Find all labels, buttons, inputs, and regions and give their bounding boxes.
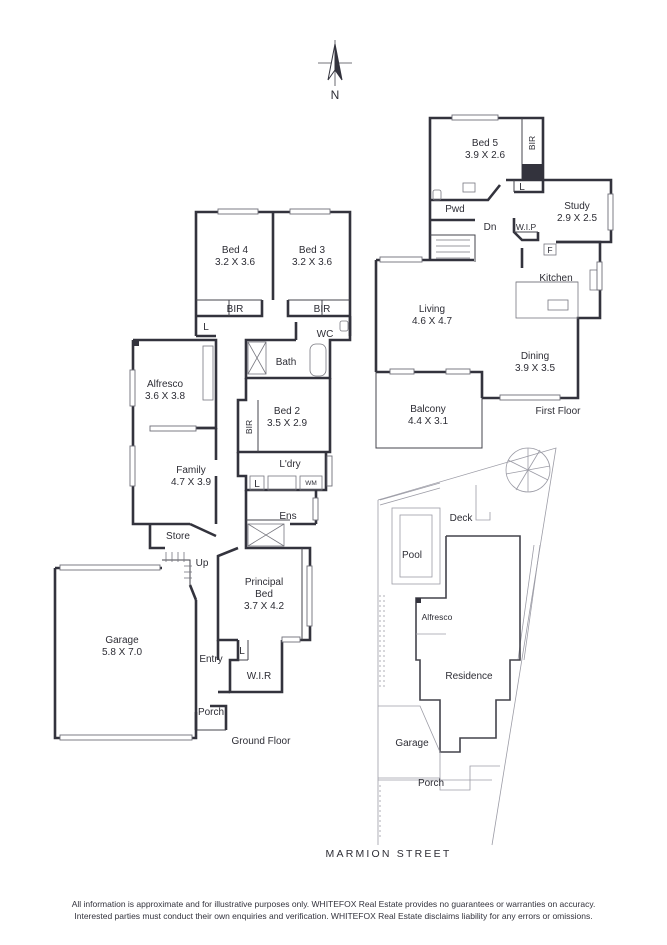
north-arrow-icon <box>318 40 352 86</box>
linen-upper-label: L <box>203 322 209 333</box>
site-pool-label: Pool <box>402 550 422 561</box>
stair-up-label: Up <box>196 558 209 569</box>
principal-name2: Bed <box>255 589 273 600</box>
principal-size: 3.7 X 4.2 <box>244 601 284 612</box>
bir-bed2-label: BIR <box>244 420 254 434</box>
fridge-label: F <box>547 245 552 255</box>
laundry-label: L'dry <box>279 459 300 470</box>
bir-bed3-label: BIR <box>314 304 331 315</box>
bed4-name: Bed 4 <box>222 245 249 256</box>
disclaimer: All information is approximate and for i… <box>20 898 647 922</box>
site-residence-label: Residence <box>445 671 493 682</box>
bath-label: Bath <box>276 357 297 368</box>
first-floor-labels: Bed 5 3.9 X 2.6 BIR L Study 2.9 X 2.5 Pw… <box>408 136 597 427</box>
dining-name: Dining <box>521 351 549 362</box>
study-size: 2.9 X 2.5 <box>557 213 597 224</box>
living-name: Living <box>419 304 445 315</box>
disclaimer-line-2: Interested parties must conduct their ow… <box>74 911 593 921</box>
wc-label: WC <box>317 329 334 340</box>
kitchen-label: Kitchen <box>539 273 572 284</box>
first-floor-caption: First Floor <box>536 406 582 417</box>
bed3-size: 3.2 X 3.6 <box>292 257 332 268</box>
family-name: Family <box>176 465 205 476</box>
stair-icon <box>162 552 192 585</box>
stair-icon <box>430 234 476 262</box>
store-label: Store <box>166 531 190 542</box>
ground-floor-labels: Bed 4 3.2 X 3.6 Bed 3 3.2 X 3.6 BIR BIR … <box>102 245 333 747</box>
site-garage-label: Garage <box>395 738 429 749</box>
ground-floor-windows <box>59 208 333 741</box>
site-deck-label: Deck <box>450 513 474 524</box>
bed2-name: Bed 2 <box>274 406 301 417</box>
living-size: 4.6 X 4.7 <box>412 316 452 327</box>
pwd-label: Pwd <box>445 204 464 215</box>
stair-dn-label: Dn <box>484 222 497 233</box>
alfresco-name: Alfresco <box>147 379 184 390</box>
bed3-name: Bed 3 <box>299 245 326 256</box>
ens-label: Ens <box>279 511 296 522</box>
first-floor-walls <box>374 116 613 449</box>
wm-label: WM <box>305 480 317 487</box>
first-floor-windows <box>379 114 614 401</box>
porch-label: Porch <box>198 707 224 718</box>
disclaimer-line-1: All information is approximate and for i… <box>71 899 596 909</box>
bed2-size: 3.5 X 2.9 <box>267 418 307 429</box>
bed5-size: 3.9 X 2.6 <box>465 150 505 161</box>
wir-label: W.I.R <box>247 671 271 682</box>
principal-name: Principal <box>245 577 283 588</box>
tree-icon <box>505 447 551 493</box>
site-alfresco-label: Alfresco <box>422 612 453 622</box>
balcony-size: 4.4 X 3.1 <box>408 416 448 427</box>
bir-bed4-label: BIR <box>227 304 244 315</box>
alfresco-size: 3.6 X 3.8 <box>145 391 185 402</box>
site-plan <box>377 447 557 846</box>
linen-laundry-label: L <box>254 479 260 490</box>
compass-label: N <box>331 88 340 102</box>
ground-floor-caption: Ground Floor <box>232 736 292 747</box>
site-plan-labels: Deck Pool Alfresco Residence Garage Porc… <box>395 513 493 789</box>
bir-bed5-label: BIR <box>527 136 537 150</box>
study-name: Study <box>564 201 590 212</box>
dining-size: 3.9 X 3.5 <box>515 363 555 374</box>
linen-entry-label: L <box>239 646 245 657</box>
bed5-name: Bed 5 <box>472 138 499 149</box>
linen-label: L <box>519 182 525 193</box>
entry-label: Entry <box>199 654 222 665</box>
balcony-name: Balcony <box>410 404 446 415</box>
street-name: MARMION STREET <box>325 848 452 860</box>
wip-label: W.I.P <box>516 222 537 232</box>
bed4-size: 3.2 X 3.6 <box>215 257 255 268</box>
garage-size: 5.8 X 7.0 <box>102 647 142 658</box>
family-size: 4.7 X 3.9 <box>171 477 211 488</box>
garage-name: Garage <box>105 635 139 646</box>
site-porch-label: Porch <box>418 778 444 789</box>
